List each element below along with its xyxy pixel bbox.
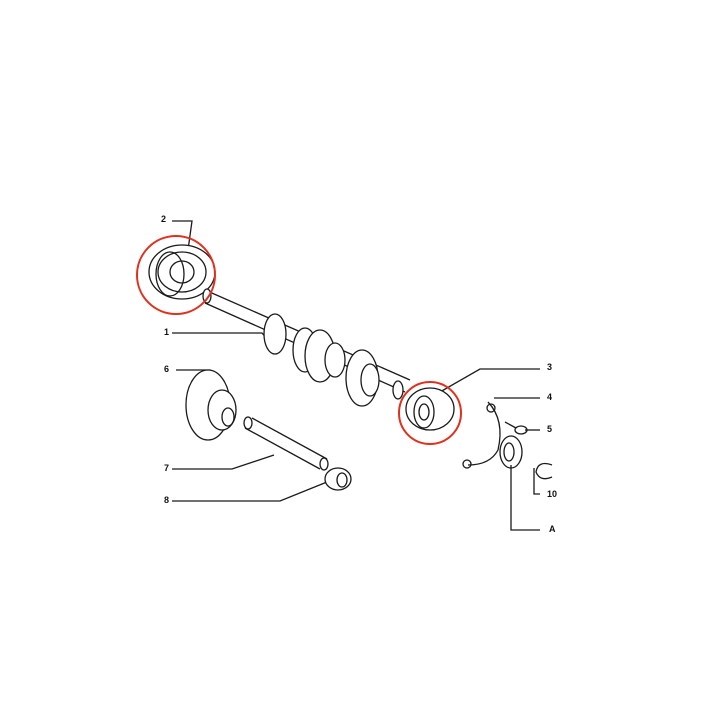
callout-4: 4 <box>547 392 553 402</box>
highlight-circle-part-3 <box>398 381 462 445</box>
callout-5: 5 <box>547 424 553 434</box>
callout-3: 3 <box>547 362 553 372</box>
callout-8: 8 <box>164 495 170 505</box>
callout-A: A <box>549 524 556 534</box>
callout-1: 1 <box>164 327 170 337</box>
highlight-circle-part-2 <box>136 235 216 315</box>
callout-7: 7 <box>164 463 170 473</box>
callout-2: 2 <box>161 214 167 224</box>
callout-6: 6 <box>164 364 170 374</box>
callout-10: 10 <box>547 489 558 499</box>
